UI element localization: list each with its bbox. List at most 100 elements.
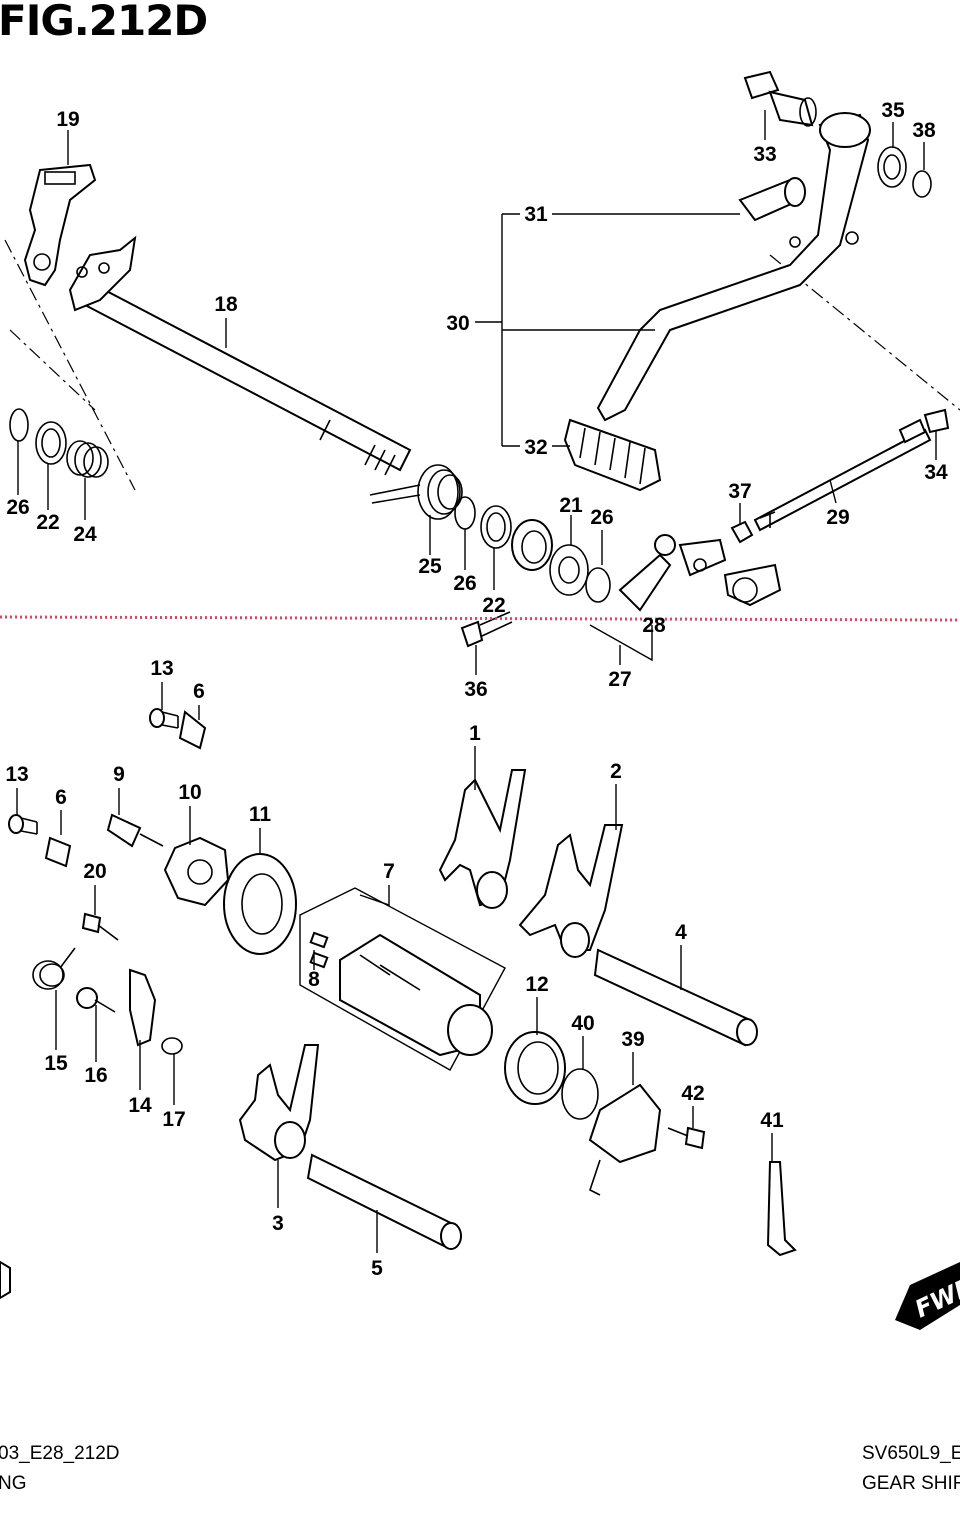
circlip-part (454, 496, 476, 530)
callout-24: 24 (73, 523, 97, 546)
screw-part (8, 814, 38, 835)
callout-26: 26 (6, 496, 29, 519)
callout-22: 22 (482, 594, 505, 617)
callout-26: 26 (590, 506, 613, 529)
bolt-part (81, 912, 119, 941)
spring-part (32, 947, 76, 990)
shift-fork-part (238, 1044, 320, 1162)
callout-30: 30 (446, 312, 469, 335)
callout-1: 1 (469, 722, 481, 745)
screw-part (149, 708, 179, 729)
callout-17: 17 (162, 1108, 185, 1131)
callout-33: 33 (753, 143, 776, 166)
stopper-plate-part (178, 710, 207, 750)
shift-spring-part (369, 464, 463, 520)
callout-35: 35 (881, 99, 905, 122)
callout-3: 3 (272, 1212, 284, 1235)
callout-34: 34 (924, 461, 948, 484)
callout-39: 39 (621, 1028, 644, 1051)
bearing-part (223, 853, 297, 955)
callout-38: 38 (912, 119, 936, 142)
shift-fork-part (438, 769, 527, 909)
footpeg-rubber-part (563, 418, 662, 492)
washer-part (549, 544, 589, 596)
washer-part (480, 505, 512, 549)
callout-42: 42 (681, 1082, 704, 1105)
nut-part (730, 520, 754, 544)
bolt-part (667, 1126, 706, 1150)
callout-9: 9 (113, 763, 125, 786)
callout-32: 32 (524, 436, 547, 459)
callout-20: 20 (83, 860, 106, 883)
callout-29: 29 (826, 506, 849, 529)
footer-right-code: SV650L9_E0 (862, 1443, 960, 1464)
callout-18: 18 (214, 293, 238, 316)
circlip-part (585, 567, 611, 603)
page-separator (0, 615, 960, 622)
footer-left-code: 03_E28_212D (0, 1443, 120, 1464)
shift-drum-part (339, 933, 493, 1057)
callout-8: 8 (308, 968, 320, 991)
washer-part (35, 421, 67, 465)
circlip-part (912, 170, 932, 198)
callout-21: 21 (559, 494, 583, 517)
gearshift-shaft-part (68, 235, 412, 476)
callout-7: 7 (383, 860, 395, 883)
callout-6: 6 (55, 786, 67, 809)
callout-28: 28 (642, 614, 666, 637)
oil-seal-part (66, 440, 109, 478)
shift-cam-part (163, 836, 230, 907)
washer-part (161, 1037, 183, 1055)
callout-27: 27 (608, 668, 631, 691)
fork-shaft-part (593, 948, 752, 1047)
pivot-bolt-part (743, 70, 817, 127)
stopper-plate-part (44, 836, 72, 868)
callout-31: 31 (524, 203, 548, 226)
callout-25: 25 (418, 555, 442, 578)
partial-arrow-icon (0, 1260, 11, 1300)
gearshift-lever-part (596, 112, 871, 422)
o-ring-part (561, 1068, 599, 1120)
callout-16: 16 (84, 1064, 107, 1087)
footer-right-title: GEAR SHIFTI (862, 1473, 960, 1494)
clamp-part (766, 1161, 797, 1257)
bearing-part (504, 1031, 566, 1105)
bolt-part (460, 611, 513, 648)
callout-5: 5 (371, 1257, 383, 1280)
figure-title: FIG.212D (0, 0, 208, 45)
forward-direction-arrow: FWD (895, 1262, 960, 1330)
callout-41: 41 (760, 1109, 784, 1132)
callout-10: 10 (178, 781, 201, 804)
callout-37: 37 (728, 480, 751, 503)
callout-36: 36 (464, 678, 487, 701)
shift-link-part (618, 534, 782, 612)
callout-19: 19 (56, 108, 79, 131)
shift-rod-part (753, 418, 932, 532)
lever-bolt-part (738, 177, 806, 222)
footer-left-title: NG (0, 1473, 27, 1494)
pin-part (309, 931, 329, 969)
callout-13: 13 (5, 763, 28, 786)
callout-12: 12 (525, 973, 548, 996)
shift-arm-plate-part (23, 163, 97, 287)
fork-shaft-part (306, 1153, 457, 1250)
gear-position-sensor-part (588, 1083, 662, 1196)
callout-11: 11 (249, 803, 272, 826)
callout-40: 40 (571, 1012, 594, 1035)
pin-part (106, 813, 164, 848)
bolt-part (76, 987, 116, 1013)
callout-4: 4 (675, 921, 687, 944)
callout-2: 2 (610, 760, 622, 783)
callout-26: 26 (453, 572, 476, 595)
shift-fork-part (518, 824, 624, 958)
callout-6: 6 (193, 680, 205, 703)
stopper-arm-part (129, 968, 157, 1047)
reference-line-left (4, 239, 136, 491)
callout-22: 22 (36, 511, 59, 534)
oil-seal-part (511, 519, 553, 571)
callout-15: 15 (44, 1052, 68, 1075)
circlip-part (9, 408, 29, 442)
callout-14: 14 (128, 1094, 152, 1117)
rod-end-part (923, 408, 950, 434)
